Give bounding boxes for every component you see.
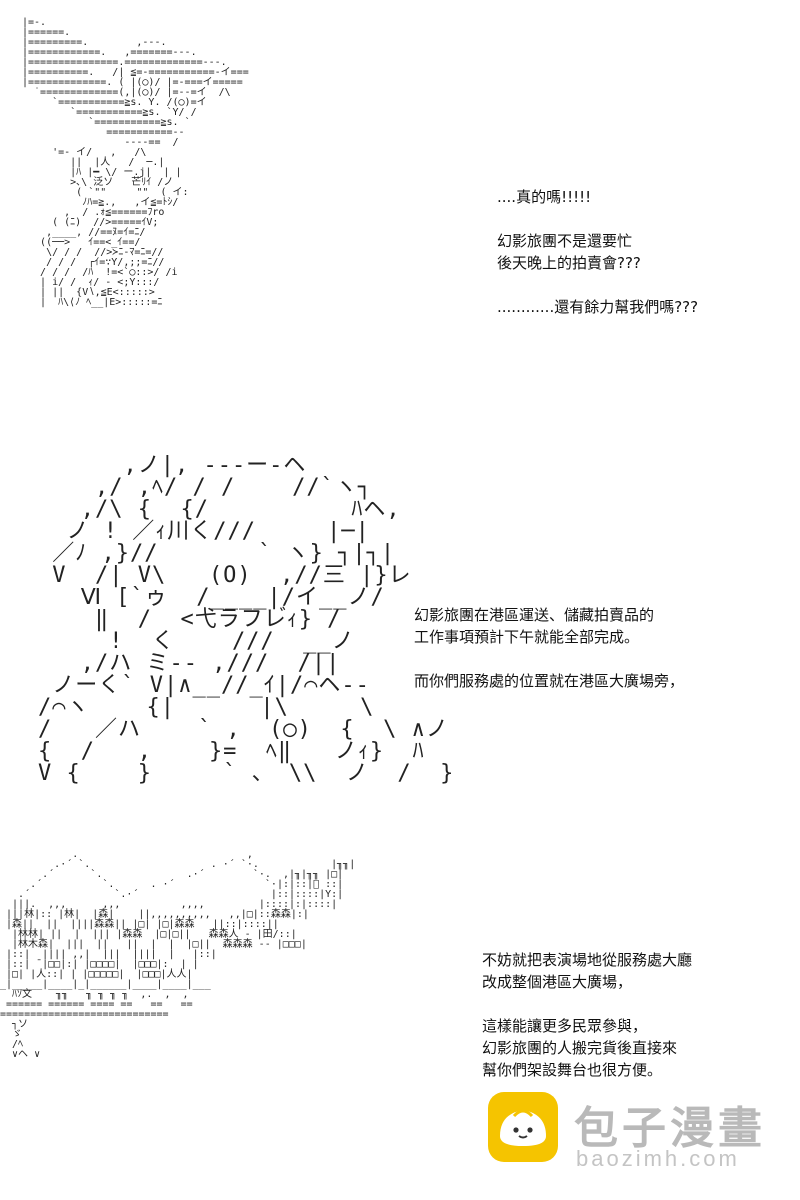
watermark-domain: baozimh.com (576, 1146, 740, 1171)
ascii-art-hunter-in-hat: |=-. |======. |=========. ,---. |=======… (22, 17, 249, 308)
dialogue-line: ............還有餘力幫我們嗎??? (497, 298, 699, 316)
dialogue-line (482, 993, 692, 1015)
ascii-art-harbor-town: . , .·´ `. . ·´ `·. |╖╖| .´ `. .·´ `·. ,… (0, 849, 356, 1060)
dialogue-line: ....真的嗎!!!!! (497, 188, 592, 206)
dialogue-panel-2: 幻影旅團在港區運送、儲藏拍賣品的 工作事項預計下午就能全部完成。 而你們服務處的… (414, 604, 684, 692)
dialogue-line: 改成整個港區大廣場， (482, 973, 633, 991)
dialogue-line: 後天晚上的拍賣會??? (497, 254, 641, 272)
ascii-art-spiky-hair-character: ,ノ|, ---ー-ヘ ,/ ,ﾍ/ / / //`ヽ┐ ,/\ { {/ ﾊヘ… (38, 453, 455, 786)
dialogue-line: 而你們服務處的位置就在港區大廣場旁， (414, 672, 685, 690)
watermark-logo: 包子漫畫 baozimh.com (488, 1092, 788, 1172)
dialogue-line (497, 208, 698, 230)
dialogue-panel-1: ....真的嗎!!!!! 幻影旅團不是還要忙 後天晚上的拍賣會??? .....… (497, 186, 698, 318)
dialogue-line: 這樣能讓更多民眾參與， (482, 1017, 648, 1035)
watermark-name: 包子漫畫 (574, 1103, 766, 1154)
dialogue-line: 幻影旅團的人搬完貨後直接來 (482, 1039, 678, 1057)
dialogue-line: 不妨就把表演場地從服務處大廳 (482, 951, 693, 969)
dialogue-line: 幻影旅團在港區運送、儲藏拍賣品的 (414, 606, 655, 624)
dialogue-line (414, 648, 684, 670)
dialogue-line: 幻影旅團不是還要忙 (497, 232, 633, 250)
dialogue-panel-3: 不妨就把表演場地從服務處大廳 改成整個港區大廣場， 這樣能讓更多民眾參與， 幻影… (482, 949, 692, 1081)
dialogue-line: 工作事項預計下午就能全部完成。 (414, 628, 640, 646)
dialogue-line (497, 274, 698, 296)
dialogue-line: 幫你們架設舞台也很方便。 (482, 1061, 663, 1079)
steamed-bun-icon (488, 1092, 558, 1162)
